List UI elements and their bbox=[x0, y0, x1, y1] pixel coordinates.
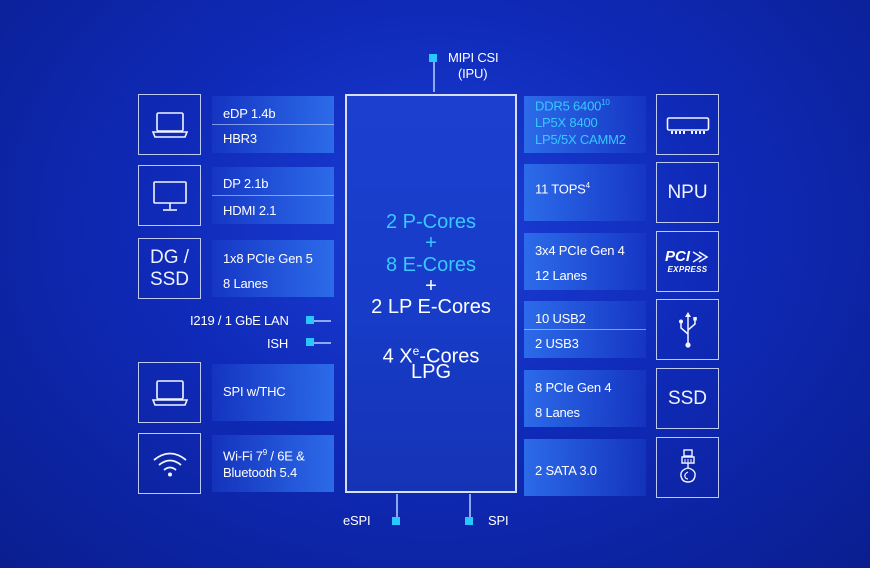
ddr5-label: DDR5 640010 bbox=[535, 98, 610, 113]
mipi-csi-label: MIPI CSI bbox=[448, 50, 499, 65]
wifi-label-b: / 6E & bbox=[267, 448, 305, 464]
pcie-gen5-lanes-label: 8 Lanes bbox=[223, 276, 268, 291]
wifi-icon bbox=[152, 452, 187, 476]
tops-label-sup: 4 bbox=[585, 181, 590, 190]
tops-label-a: 11 TOPS bbox=[535, 181, 586, 197]
memory-module-icon bbox=[666, 116, 709, 134]
ssd-pcie-label: 8 PCIe Gen 4 bbox=[535, 380, 612, 395]
plus-sign-1: + bbox=[425, 232, 437, 254]
dg-ssd-icon-box: DG / SSD bbox=[138, 238, 201, 299]
xe-cores-sup: e bbox=[412, 344, 420, 358]
lpg-label: LPG bbox=[410, 361, 452, 383]
wifi-label: Wi-Fi 79 / 6E & bbox=[223, 448, 305, 463]
pci-arrow-icon bbox=[692, 251, 709, 263]
edp-divider bbox=[212, 124, 334, 125]
sata-label: 2 SATA 3.0 bbox=[535, 463, 597, 478]
xe-cores-prefix: 4 X bbox=[382, 345, 413, 368]
laptop-icon bbox=[151, 111, 188, 138]
dg-icon-text: DG / bbox=[149, 246, 190, 268]
usb-icon bbox=[678, 311, 697, 348]
memory-panel bbox=[524, 96, 646, 153]
pci-express-icon-box: PCI EXPRESS bbox=[656, 231, 719, 292]
ddr5-label-a: DDR5 6400 bbox=[535, 98, 602, 114]
dp-divider bbox=[212, 195, 334, 196]
monitor-icon-box bbox=[138, 165, 201, 226]
xe-cores-label: 4 Xe-Cores bbox=[345, 341, 517, 368]
lp-e-cores-label: 2 LP E-Cores bbox=[371, 296, 491, 318]
npu-icon-text: NPU bbox=[667, 181, 708, 203]
ssd-panel bbox=[524, 370, 646, 427]
memory-icon-box bbox=[656, 94, 719, 155]
spi-dot bbox=[465, 517, 473, 525]
sata-panel bbox=[524, 439, 646, 496]
ipu-label: (IPU) bbox=[458, 66, 488, 81]
usb-icon-box bbox=[656, 299, 719, 360]
spi-thc-label: SPI w/THC bbox=[223, 384, 286, 399]
mipi-connector-line bbox=[433, 62, 435, 92]
xe-cores-suffix: -Cores bbox=[419, 345, 480, 368]
hbr3-label: HBR3 bbox=[223, 131, 257, 146]
hdmi-label: HDMI 2.1 bbox=[223, 203, 277, 218]
bluetooth-label: Bluetooth 5.4 bbox=[223, 465, 298, 480]
sata-icon-box bbox=[656, 437, 719, 498]
pci-express-text: EXPRESS bbox=[667, 265, 708, 274]
tops-label: 11 TOPS4 bbox=[535, 181, 590, 196]
lan-dot bbox=[306, 316, 314, 324]
usb2-label: 10 USB2 bbox=[535, 311, 586, 326]
thc-laptop-icon-box bbox=[138, 362, 201, 423]
ish-line bbox=[314, 342, 331, 344]
lan-line bbox=[314, 320, 331, 322]
edp-label: eDP 1.4b bbox=[223, 106, 276, 121]
lan-label: I219 / 1 GbE LAN bbox=[190, 313, 289, 328]
p-cores-label: 2 P-Cores bbox=[385, 211, 477, 233]
espi-line bbox=[396, 494, 398, 519]
ddr5-label-sup: 10 bbox=[601, 98, 610, 107]
dp-label: DP 2.1b bbox=[223, 176, 269, 191]
sata-cable-icon bbox=[679, 448, 696, 483]
ssd-icon-text: SSD bbox=[149, 268, 190, 290]
monitor-icon bbox=[152, 180, 187, 211]
ssd-lanes-label: 8 Lanes bbox=[535, 405, 580, 420]
ish-label: ISH bbox=[267, 336, 289, 351]
laptop-icon-box bbox=[138, 94, 201, 155]
spi-label: SPI bbox=[488, 513, 509, 528]
pci-logo-text: PCI bbox=[664, 248, 690, 265]
usb3-label: 2 USB3 bbox=[535, 336, 579, 351]
wifi-panel bbox=[212, 435, 334, 492]
laptop-icon bbox=[151, 379, 188, 406]
wifi-label-sup: 9 bbox=[262, 448, 268, 457]
plus-sign-2: + bbox=[425, 275, 437, 297]
usb-divider bbox=[524, 329, 646, 330]
ssd-icon-text: SSD bbox=[667, 387, 708, 409]
pcie-gen4-lanes-label: 12 Lanes bbox=[535, 268, 587, 283]
pcie-gen4-panel bbox=[524, 233, 646, 290]
espi-label: eSPI bbox=[343, 513, 371, 528]
dg-panel bbox=[212, 240, 334, 297]
wifi-icon-box bbox=[138, 433, 201, 494]
ish-dot bbox=[306, 338, 314, 346]
mipi-connector-dot bbox=[429, 54, 437, 62]
soc-box bbox=[345, 94, 517, 493]
pcie-gen4-label: 3x4 PCIe Gen 4 bbox=[535, 243, 625, 258]
ssd-icon-box: SSD bbox=[656, 368, 719, 429]
spi-line bbox=[469, 494, 471, 519]
pci-logo-icon: PCI bbox=[665, 249, 710, 265]
lp5x-label: LP5X 8400 bbox=[535, 115, 598, 130]
camm2-label: LP5/5X CAMM2 bbox=[535, 132, 626, 147]
npu-icon-box: NPU bbox=[656, 162, 719, 223]
npu-panel bbox=[524, 164, 646, 221]
e-cores-label: 8 E-Cores bbox=[385, 254, 477, 276]
pcie-gen5-label: 1x8 PCIe Gen 5 bbox=[223, 251, 313, 266]
spi-thc-panel bbox=[212, 364, 334, 421]
wifi-label-a: Wi-Fi 7 bbox=[223, 448, 263, 464]
espi-dot bbox=[392, 517, 400, 525]
